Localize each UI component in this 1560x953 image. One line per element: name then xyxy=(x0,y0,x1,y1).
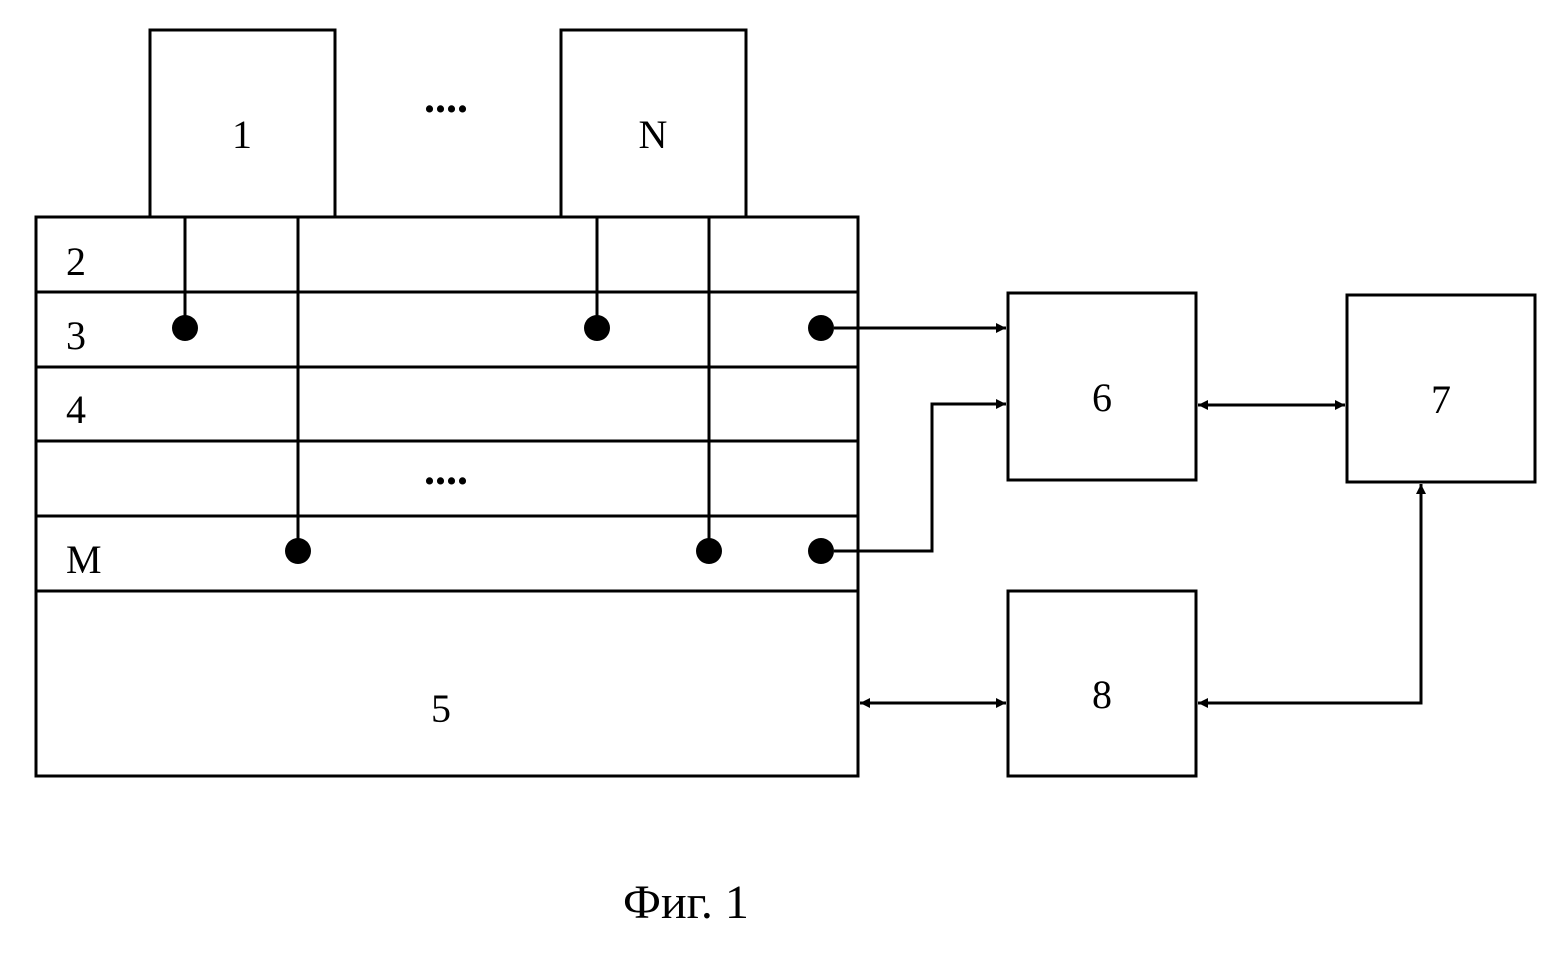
module-1-label: 1 xyxy=(232,112,252,157)
module-n-label: N xyxy=(639,112,668,157)
contact-dot xyxy=(584,315,610,341)
layers-ellipsis: .... xyxy=(424,445,468,494)
figure-caption: Фиг. 1 xyxy=(623,876,749,929)
output-dot xyxy=(808,538,834,564)
contact-dot xyxy=(172,315,198,341)
contact-dot xyxy=(285,538,311,564)
arrow-layerM-to-block6 xyxy=(834,404,1006,551)
block-7-label: 7 xyxy=(1431,377,1451,422)
base-5-label: 5 xyxy=(431,686,451,731)
block-6-label: 6 xyxy=(1092,375,1112,420)
modules-ellipsis: .... xyxy=(424,73,468,122)
layer-4-label: 4 xyxy=(66,387,86,432)
output-dot xyxy=(808,315,834,341)
layer-3-label: 3 xyxy=(66,313,86,358)
block-8-label: 8 xyxy=(1092,672,1112,717)
layer-m-label: M xyxy=(66,537,102,582)
contact-dot xyxy=(696,538,722,564)
arrow-block8-block7 xyxy=(1198,484,1421,703)
layer-2-label: 2 xyxy=(66,239,86,284)
